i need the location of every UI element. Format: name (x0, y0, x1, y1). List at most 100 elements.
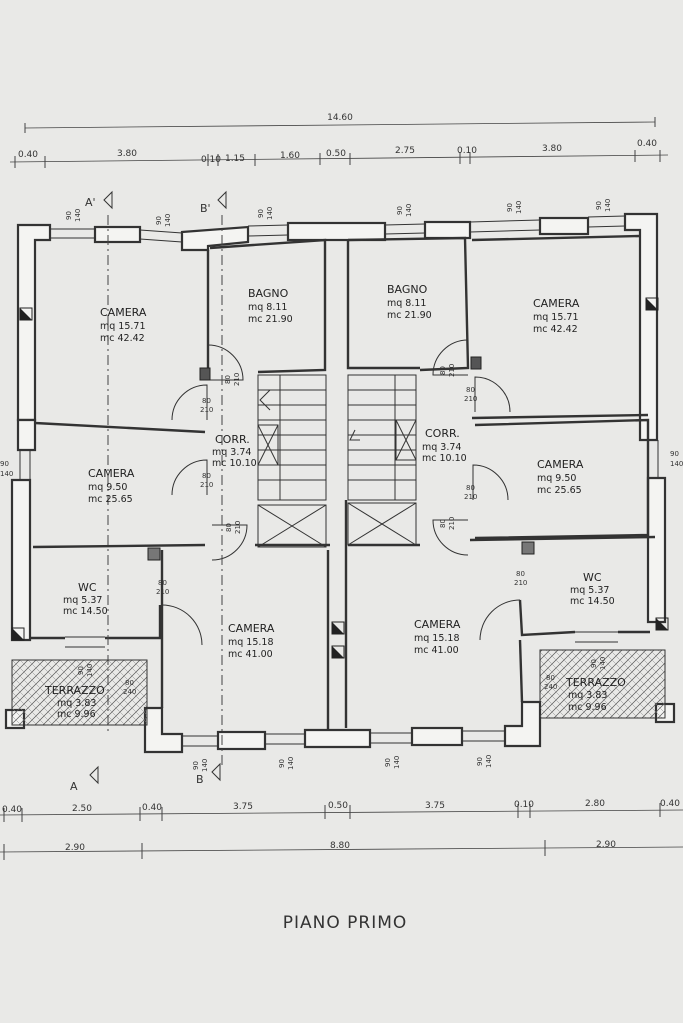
section-arrow-icon (217, 190, 227, 210)
door-height-label: 210 (200, 481, 213, 489)
room-volume: mc 9.96 (568, 702, 607, 713)
door-height-label: 240 (123, 688, 136, 696)
window-width-label: 90 (384, 758, 392, 767)
window-height-label: 140 (393, 756, 401, 769)
door-height-label: 210 (464, 395, 477, 403)
room-terrazzo-right: TERRAZZO mq 3.83 mc 9.96 (565, 676, 626, 713)
opening-labels: 90 140 90 140 90 140 90 140 90 140 90 14… (0, 199, 683, 772)
top-dim-label: 1.60 (280, 151, 300, 161)
room-area: mq 3.83 (57, 698, 96, 709)
room-volume: mc 42.42 (100, 333, 145, 344)
window-width-label: 90 (0, 460, 9, 468)
room-volume: mc 14.50 (63, 606, 108, 617)
window-width-label: 90 (476, 757, 484, 766)
door-swings (161, 339, 521, 646)
room-bagno-right: BAGNO mq 8.11 mc 21.90 (387, 283, 432, 321)
door-width-label: 80 (125, 679, 134, 687)
room-volume: mc 21.90 (248, 314, 293, 325)
window-height-label: 140 (86, 664, 94, 677)
door-width-label: 80 (439, 519, 447, 528)
room-name: CORR. (215, 433, 250, 446)
room-volume: mc 25.65 (537, 485, 582, 496)
room-area: mq 15.71 (533, 312, 579, 323)
door-height-label: 210 (448, 364, 456, 377)
room-camera-se: CAMERA mq 15.18 mc 41.00 (414, 618, 461, 656)
terrace-left-hatch (11, 659, 148, 726)
window-height-label: 140 (266, 207, 274, 220)
room-area: mq 5.37 (63, 595, 102, 606)
room-name: BAGNO (387, 283, 428, 296)
window-height-label: 140 (0, 470, 13, 478)
door-width-label: 80 (546, 674, 555, 682)
room-area: mq 15.18 (228, 637, 274, 648)
windows (19, 215, 659, 747)
room-name: CAMERA (100, 306, 147, 319)
room-labels: CAMERA mq 15.71 mc 42.42 BAGNO mq 8.11 m… (44, 283, 626, 720)
window-width-label: 90 (278, 759, 286, 768)
room-area: mq 15.71 (100, 321, 146, 332)
room-name: CAMERA (537, 458, 584, 471)
room-wc-left: WC mq 5.37 mc 14.50 (63, 581, 108, 617)
door-height-label: 210 (514, 579, 527, 587)
room-volume: mc 42.42 (533, 324, 578, 335)
window-height-label: 140 (74, 209, 82, 222)
top-dim-label: 0.10 (201, 155, 221, 165)
room-name: TERRAZZO (44, 684, 105, 697)
bottom-dim-label: 3.75 (425, 801, 445, 811)
section-label-b: B (196, 773, 204, 786)
section-arrow-icon (211, 762, 221, 782)
top-dim-label: 0.40 (637, 139, 657, 149)
bottom-dimension-lines (0, 803, 683, 860)
bottom-total-label: 2.90 (596, 840, 616, 850)
drawing-title: PIANO PRIMO (283, 913, 408, 933)
room-volume: mc 14.50 (570, 596, 615, 607)
bottom-total-label: 2.90 (65, 843, 85, 853)
window-height-label: 140 (405, 204, 413, 217)
window-width-label: 90 (77, 666, 85, 675)
room-camera-w: CAMERA mq 9.50 mc 25.65 (88, 467, 135, 505)
window-height-label: 140 (670, 460, 683, 468)
top-dim-label: 0.10 (457, 146, 477, 156)
room-area: mq 3.83 (568, 690, 607, 701)
door-width-label: 80 (202, 472, 211, 480)
room-area: mq 3.74 (422, 442, 461, 453)
room-name: CAMERA (533, 297, 580, 310)
room-area: mq 5.37 (570, 585, 609, 596)
room-name: CAMERA (88, 467, 135, 480)
interior-partitions (30, 234, 656, 730)
room-corr-right: CORR. mq 3.74 mc 10.10 (422, 427, 467, 464)
top-dimension-lines (9, 117, 669, 168)
bottom-dim-label: 0.50 (328, 801, 348, 811)
top-segment-labels: 0.40 3.80 0.10 1.15 1.60 0.50 2.75 0.10 … (18, 139, 657, 165)
bottom-total-label: 8.80 (330, 841, 350, 851)
door-width-label: 80 (466, 386, 475, 394)
bottom-segment-labels: 0.40 2.50 0.40 3.75 0.50 3.75 0.10 2.80 … (2, 799, 680, 853)
bottom-dim-label: 0.40 (660, 799, 680, 809)
room-area: mq 9.50 (88, 482, 127, 493)
room-name: BAGNO (248, 287, 289, 300)
room-area: mq 3.74 (212, 447, 251, 458)
staircase-right (347, 374, 417, 546)
bottom-dim-label: 2.50 (72, 804, 92, 814)
room-volume: mc 41.00 (414, 645, 459, 656)
door-width-label: 80 (466, 484, 475, 492)
bottom-dim-label: 3.75 (233, 802, 253, 812)
room-terrazzo-left: TERRAZZO mq 3.83 mc 9.96 (44, 684, 105, 720)
door-height-label: 210 (200, 406, 213, 414)
bottom-dim-label: 2.80 (585, 799, 605, 809)
bottom-dim-label: 0.40 (2, 805, 22, 815)
room-wc-right: WC mq 5.37 mc 14.50 (570, 571, 615, 607)
room-camera-e: CAMERA mq 9.50 mc 25.65 (537, 458, 584, 496)
room-name: WC (78, 581, 97, 594)
room-camera-ne: CAMERA mq 15.71 mc 42.42 (533, 297, 580, 335)
room-bagno-left: BAGNO mq 8.11 mc 21.90 (248, 287, 293, 325)
room-area: mq 8.11 (248, 302, 287, 313)
window-width-label: 90 (257, 209, 265, 218)
exterior-walls (4, 212, 676, 754)
window-height-label: 140 (287, 757, 295, 770)
door-width-label: 80 (439, 366, 447, 375)
room-volume: mc 25.65 (88, 494, 133, 505)
room-area: mq 8.11 (387, 298, 426, 309)
top-dim-label: 3.80 (117, 149, 137, 159)
